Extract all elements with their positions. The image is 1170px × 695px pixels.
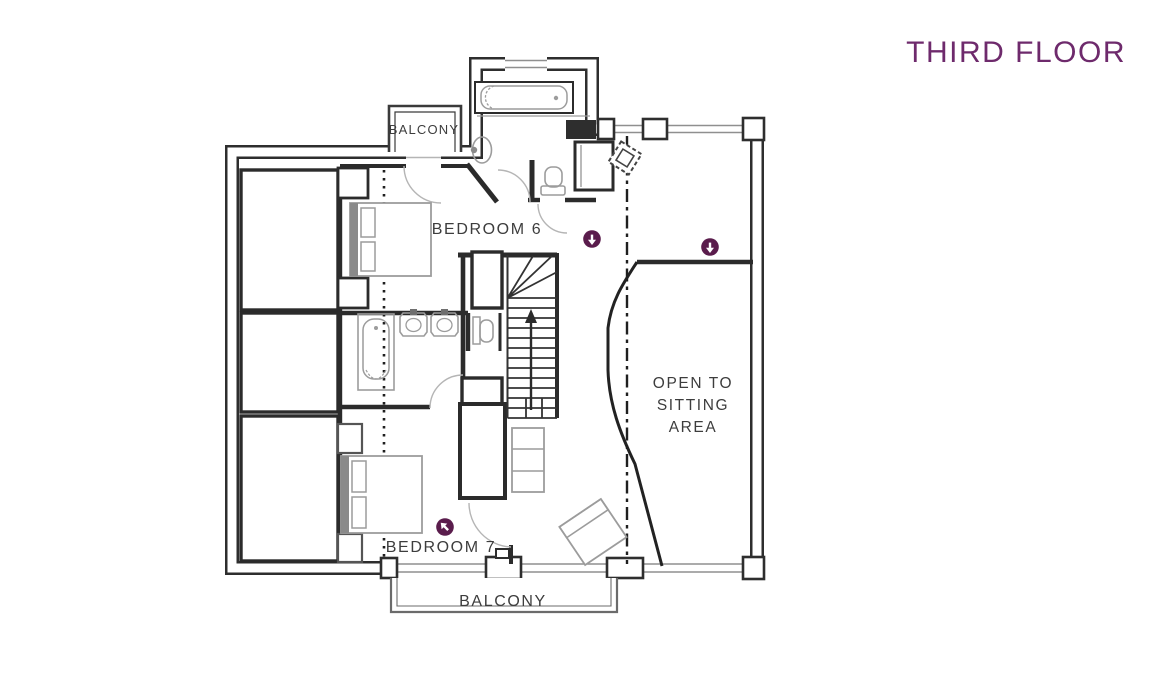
- bathroom-top: [470, 81, 590, 196]
- wardrobe: [573, 140, 615, 192]
- armchair-icon: [558, 497, 628, 567]
- page-title: THIRD FLOOR: [906, 36, 1126, 69]
- door-arcs: [403, 165, 568, 548]
- nightstand: [336, 276, 370, 310]
- bedroom7-furniture: [336, 422, 423, 564]
- room-label-bedroom-7: BEDROOM 7: [386, 539, 496, 556]
- room-label-balcony-bottom: BALCONY: [459, 593, 547, 610]
- view-marker-1: [583, 230, 601, 248]
- room-label-balcony-top: BALCONY: [389, 122, 460, 137]
- room-label-sitting: SITTING: [657, 397, 729, 414]
- view-marker-2: [701, 238, 719, 256]
- nightstand: [336, 532, 364, 564]
- basin-icon: [430, 309, 459, 337]
- view-marker-3: [436, 518, 454, 536]
- void-edge: [606, 261, 664, 567]
- sofa-icon: [511, 427, 545, 493]
- roof-window-icon: [607, 140, 643, 176]
- room-label-open-to: OPEN TO: [653, 375, 733, 392]
- room-label-area: AREA: [669, 419, 718, 436]
- double-bed-icon: [340, 455, 423, 534]
- nightstand: [336, 422, 364, 455]
- room-label-bedroom-6: BEDROOM 6: [432, 221, 542, 238]
- wc-icon: [472, 316, 494, 345]
- eaves-storage-rooms: [239, 168, 340, 563]
- bathtub-icon: [357, 313, 395, 391]
- balcony-top: [387, 104, 463, 152]
- bedroom6-furniture: [336, 166, 432, 310]
- basin-icon: [399, 309, 428, 337]
- staircase: [506, 255, 558, 419]
- bathroom-middle: [357, 309, 494, 391]
- double-bed-icon: [349, 202, 432, 277]
- windows: [379, 56, 766, 581]
- balcony-bottom: [389, 578, 619, 614]
- nightstand: [336, 166, 370, 200]
- wc-icon: [540, 166, 566, 196]
